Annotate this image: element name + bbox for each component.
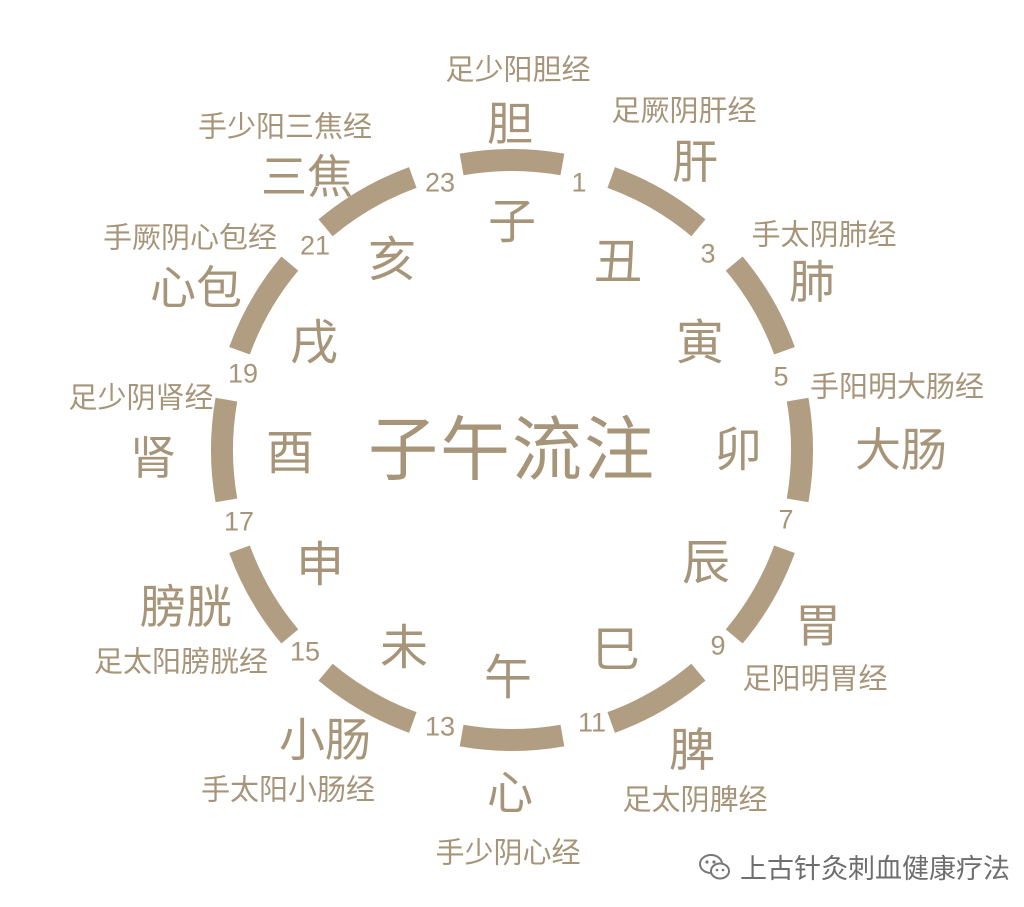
hour-21: 21 — [299, 230, 331, 261]
organ-lung: 肺 — [789, 255, 835, 309]
watermark-text: 上古针灸刺血健康疗法 — [740, 854, 1010, 885]
organ-small-intestine: 小肠 — [279, 713, 371, 767]
hour-15: 15 — [289, 636, 321, 667]
meridian-large-intestine: 手阳明大肠经 — [809, 369, 985, 404]
branch-si: 巳 — [591, 622, 641, 678]
branch-zi: 子 — [487, 194, 537, 250]
meridian-gallbladder: 足少阳胆经 — [445, 52, 591, 87]
ring-segment-5 — [725, 545, 795, 644]
meridian-kidney: 足少阴肾经 — [68, 380, 214, 415]
ring-segment-10 — [210, 397, 238, 503]
meridian-liver: 足厥阴肝经 — [611, 93, 757, 128]
organ-bladder: 膀胱 — [140, 580, 232, 634]
organ-gallbladder: 胆 — [487, 97, 533, 151]
ring-segment-1 — [459, 148, 565, 176]
hour-13: 13 — [424, 711, 456, 742]
hour-19: 19 — [227, 358, 259, 389]
organ-liver: 肝 — [672, 135, 718, 189]
hour-5: 5 — [773, 361, 789, 392]
hour-9: 9 — [710, 630, 726, 661]
organ-sanjiao: 三焦 — [261, 150, 353, 204]
organ-spleen: 脾 — [669, 723, 715, 777]
ring-segment-7 — [459, 724, 565, 752]
hour-11: 11 — [577, 707, 607, 738]
ring-segment-3 — [725, 256, 795, 355]
organ-pericardium: 心包 — [150, 261, 242, 315]
branch-yin: 寅 — [675, 315, 725, 371]
meridian-stomach: 足阳明胃经 — [742, 661, 888, 696]
watermark: 上古针灸刺血健康疗法 — [698, 847, 1010, 886]
ring-segment-4 — [786, 397, 814, 503]
hour-1: 1 — [571, 167, 587, 198]
organ-kidney: 肾 — [130, 431, 176, 485]
hour-7: 7 — [778, 504, 794, 535]
ring-segment-2 — [607, 167, 706, 237]
branch-you: 酉 — [265, 425, 315, 481]
meridian-spleen: 足太阴脾经 — [622, 782, 768, 817]
branch-xu: 戌 — [289, 315, 339, 371]
meridian-small-intestine: 手太阳小肠经 — [200, 772, 376, 807]
organ-large-intestine: 大肠 — [855, 423, 947, 477]
diagram-title: 子午流注 — [368, 409, 656, 491]
ring-segment-8 — [318, 663, 417, 733]
branch-chou: 丑 — [593, 234, 643, 290]
hour-3: 3 — [700, 238, 716, 269]
organ-stomach: 胃 — [795, 599, 841, 653]
meridian-pericardium: 手厥阴心包经 — [102, 220, 278, 255]
ring-segment-6 — [607, 663, 706, 733]
branch-chen: 辰 — [681, 535, 731, 591]
branch-hai: 亥 — [367, 232, 417, 288]
wechat-icon — [699, 853, 730, 879]
branch-shen: 申 — [295, 537, 345, 593]
branch-wu: 午 — [483, 650, 533, 706]
organ-heart: 心 — [487, 766, 533, 820]
ring-segment-11 — [229, 256, 299, 355]
hour-23: 23 — [424, 167, 456, 198]
meridian-sanjiao: 手少阳三焦经 — [197, 109, 373, 144]
branch-mao: 卯 — [713, 422, 763, 478]
meridian-bladder: 足太阳膀胱经 — [93, 644, 269, 679]
ring-segment-9 — [229, 545, 299, 644]
meridian-heart: 手少阴心经 — [435, 835, 581, 870]
hour-17: 17 — [223, 506, 255, 537]
meridian-lung: 手太阴肺经 — [751, 217, 897, 252]
ring-segment-12 — [318, 167, 417, 237]
branch-wei: 未 — [379, 620, 429, 676]
